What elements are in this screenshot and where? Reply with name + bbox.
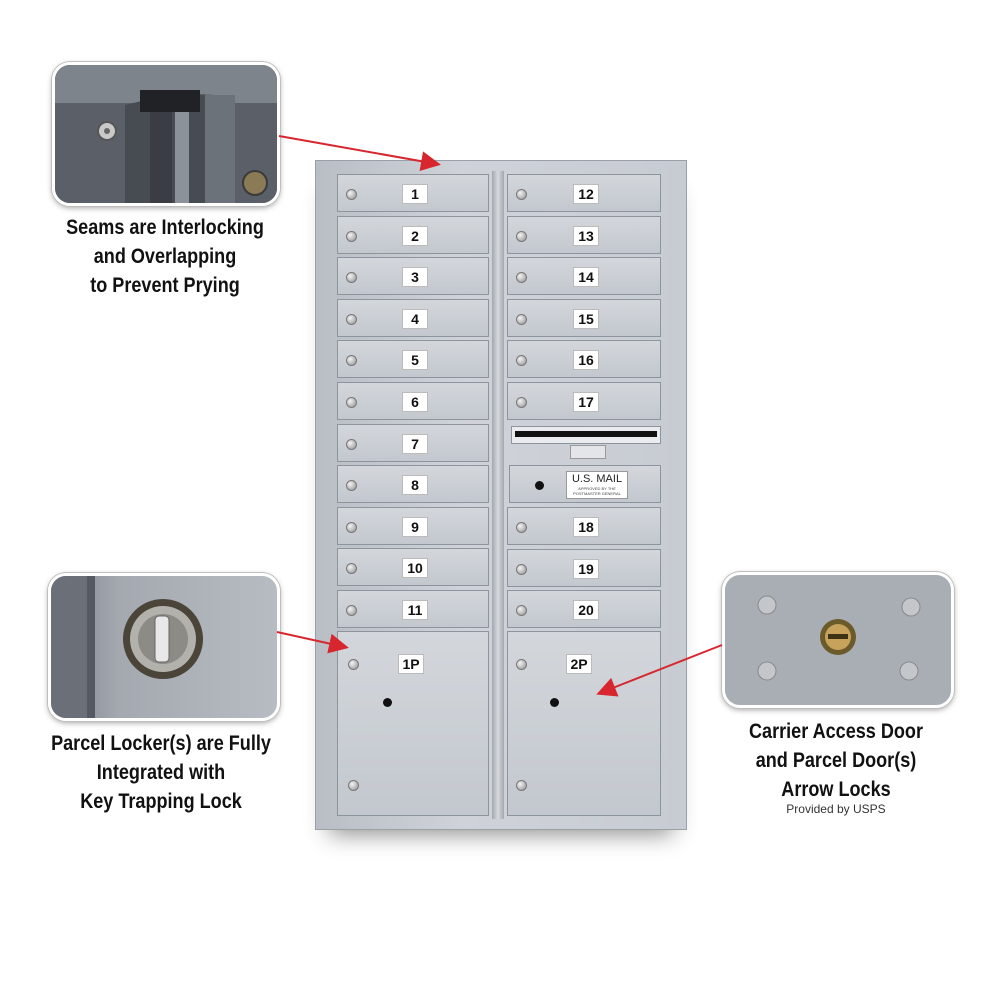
mailbox-unit: U.S. MAIL APPROVED BY THE POSTMASTER GEN…	[315, 160, 687, 830]
door-lock[interactable]	[516, 313, 527, 325]
carrier-caption-note: Provided by USPS	[786, 802, 886, 816]
door-number: 11	[402, 600, 428, 620]
slot-opening	[515, 431, 657, 437]
door-lock[interactable]	[346, 521, 357, 533]
mailbox-door-13[interactable]: 13	[507, 215, 661, 254]
door-lock[interactable]	[346, 480, 357, 492]
mailbox-door-1[interactable]: 1	[337, 174, 489, 212]
parcel-caption-line-2: Integrated with	[96, 761, 226, 784]
parcel-locker-1P[interactable]: 1P	[337, 631, 489, 816]
arrow-lock-closeup-photo	[722, 572, 954, 708]
parcel-2P-label: 2P	[566, 654, 592, 674]
seams-caption-line-2: and Overlapping	[93, 245, 237, 268]
door-lock[interactable]	[346, 189, 357, 200]
mailbox-door-17[interactable]: 17	[507, 382, 661, 420]
carrier-access-door[interactable]: U.S. MAIL APPROVED BY THE POSTMASTER GEN…	[509, 465, 661, 503]
mailbox-door-6[interactable]: 6	[337, 382, 489, 420]
door-number: 19	[573, 558, 599, 579]
door-lock[interactable]	[516, 563, 527, 575]
door-lock[interactable]	[346, 397, 357, 408]
mailbox-door-12[interactable]: 12	[507, 174, 661, 212]
door-number: 1	[402, 184, 428, 204]
door-number: 7	[402, 433, 428, 454]
door-lock[interactable]	[516, 189, 527, 200]
mailbox-door-7[interactable]: 7	[337, 423, 489, 462]
mailbox-door-14[interactable]: 14	[507, 257, 661, 296]
usmail-plate: U.S. MAIL APPROVED BY THE POSTMASTER GEN…	[566, 471, 628, 499]
mailbox-door-9[interactable]: 9	[337, 506, 489, 545]
center-divider	[492, 171, 504, 819]
key-lock-illustration	[51, 576, 203, 718]
door-number: 18	[573, 517, 599, 537]
parcel-2P-lock[interactable]	[516, 659, 527, 670]
parcel-caption-line-3: Key Trapping Lock	[80, 790, 242, 813]
door-number: 8	[402, 475, 428, 496]
door-number: 12	[573, 184, 599, 204]
parcel-1P-bottom-lock	[348, 780, 359, 791]
mailbox-door-16[interactable]: 16	[507, 340, 661, 379]
door-number: 16	[573, 350, 599, 371]
door-number: 3	[402, 267, 428, 288]
parcel-1P-keyhole[interactable]	[383, 698, 392, 707]
door-number: 9	[402, 516, 428, 537]
carrier-caption-line-3: Arrow Locks	[781, 778, 891, 801]
door-number: 10	[402, 558, 428, 579]
mailbox-door-2[interactable]: 2	[337, 215, 489, 254]
parcel-2P-keyhole[interactable]	[550, 698, 559, 707]
carrier-caption-line-2: and Parcel Door(s)	[755, 749, 917, 772]
mailbox-door-5[interactable]: 5	[337, 340, 489, 379]
door-lock[interactable]	[516, 355, 527, 367]
door-number: 4	[402, 308, 428, 329]
door-lock[interactable]	[346, 272, 357, 284]
slot-plate	[570, 445, 606, 459]
door-lock[interactable]	[516, 230, 527, 242]
mailbox-door-20[interactable]: 20	[507, 590, 661, 629]
parcel-2P-bottom-lock	[516, 780, 527, 791]
door-lock[interactable]	[516, 397, 527, 408]
door-number: 15	[573, 308, 599, 329]
seams-caption-line-3: to Prevent Prying	[90, 274, 240, 297]
parcel-1P-lock[interactable]	[348, 659, 359, 670]
mailbox-door-4[interactable]: 4	[337, 298, 489, 337]
seams-closeup-illustration	[55, 65, 277, 203]
carrier-caption: Carrier Access Door and Parcel Door(s) A…	[710, 717, 961, 804]
parcel-locker-2P[interactable]: 2P	[507, 631, 661, 816]
mailbox-door-19[interactable]: 19	[507, 548, 661, 587]
door-lock[interactable]	[516, 272, 527, 284]
mailbox-door-3[interactable]: 3	[337, 257, 489, 296]
door-number: 14	[573, 267, 599, 288]
door-lock[interactable]	[346, 563, 357, 575]
door-number: 17	[573, 392, 599, 412]
mailbox-door-15[interactable]: 15	[507, 298, 661, 337]
parcel-caption-line-1: Parcel Locker(s) are Fully	[51, 732, 271, 755]
door-lock[interactable]	[346, 313, 357, 325]
door-lock[interactable]	[346, 438, 357, 450]
usmail-subtext: APPROVED BY THE POSTMASTER GENERAL	[573, 486, 621, 496]
mailbox-door-8[interactable]: 8	[337, 465, 489, 504]
usmail-label: U.S. MAIL	[571, 473, 623, 485]
mailbox-door-10[interactable]: 10	[337, 548, 489, 587]
mailbox-door-18[interactable]: 18	[507, 507, 661, 545]
carrier-arrow-lock[interactable]	[535, 481, 544, 490]
key-lock-closeup-photo	[48, 573, 280, 721]
door-number: 20	[573, 600, 599, 621]
door-number: 6	[402, 392, 428, 412]
seams-caption-line-1: Seams are Interlocking	[66, 216, 264, 239]
parcel-1P-label: 1P	[398, 654, 424, 674]
seams-caption: Seams are Interlocking and Overlapping t…	[40, 213, 289, 300]
outgoing-mail-slot[interactable]	[511, 426, 661, 444]
parcel-caption: Parcel Locker(s) are Fully Integrated wi…	[35, 729, 286, 816]
door-number: 13	[573, 225, 599, 246]
door-lock[interactable]	[346, 230, 357, 242]
door-lock[interactable]	[346, 605, 357, 616]
door-lock[interactable]	[516, 522, 527, 533]
door-lock[interactable]	[346, 355, 357, 367]
arrow-lock-illustration	[757, 595, 921, 681]
mailbox-door-11[interactable]: 11	[337, 590, 489, 628]
door-number: 2	[402, 225, 428, 246]
door-number: 5	[402, 350, 428, 371]
seams-closeup-photo	[52, 62, 280, 206]
carrier-caption-line-1: Carrier Access Door	[748, 720, 923, 743]
door-lock[interactable]	[516, 605, 527, 617]
